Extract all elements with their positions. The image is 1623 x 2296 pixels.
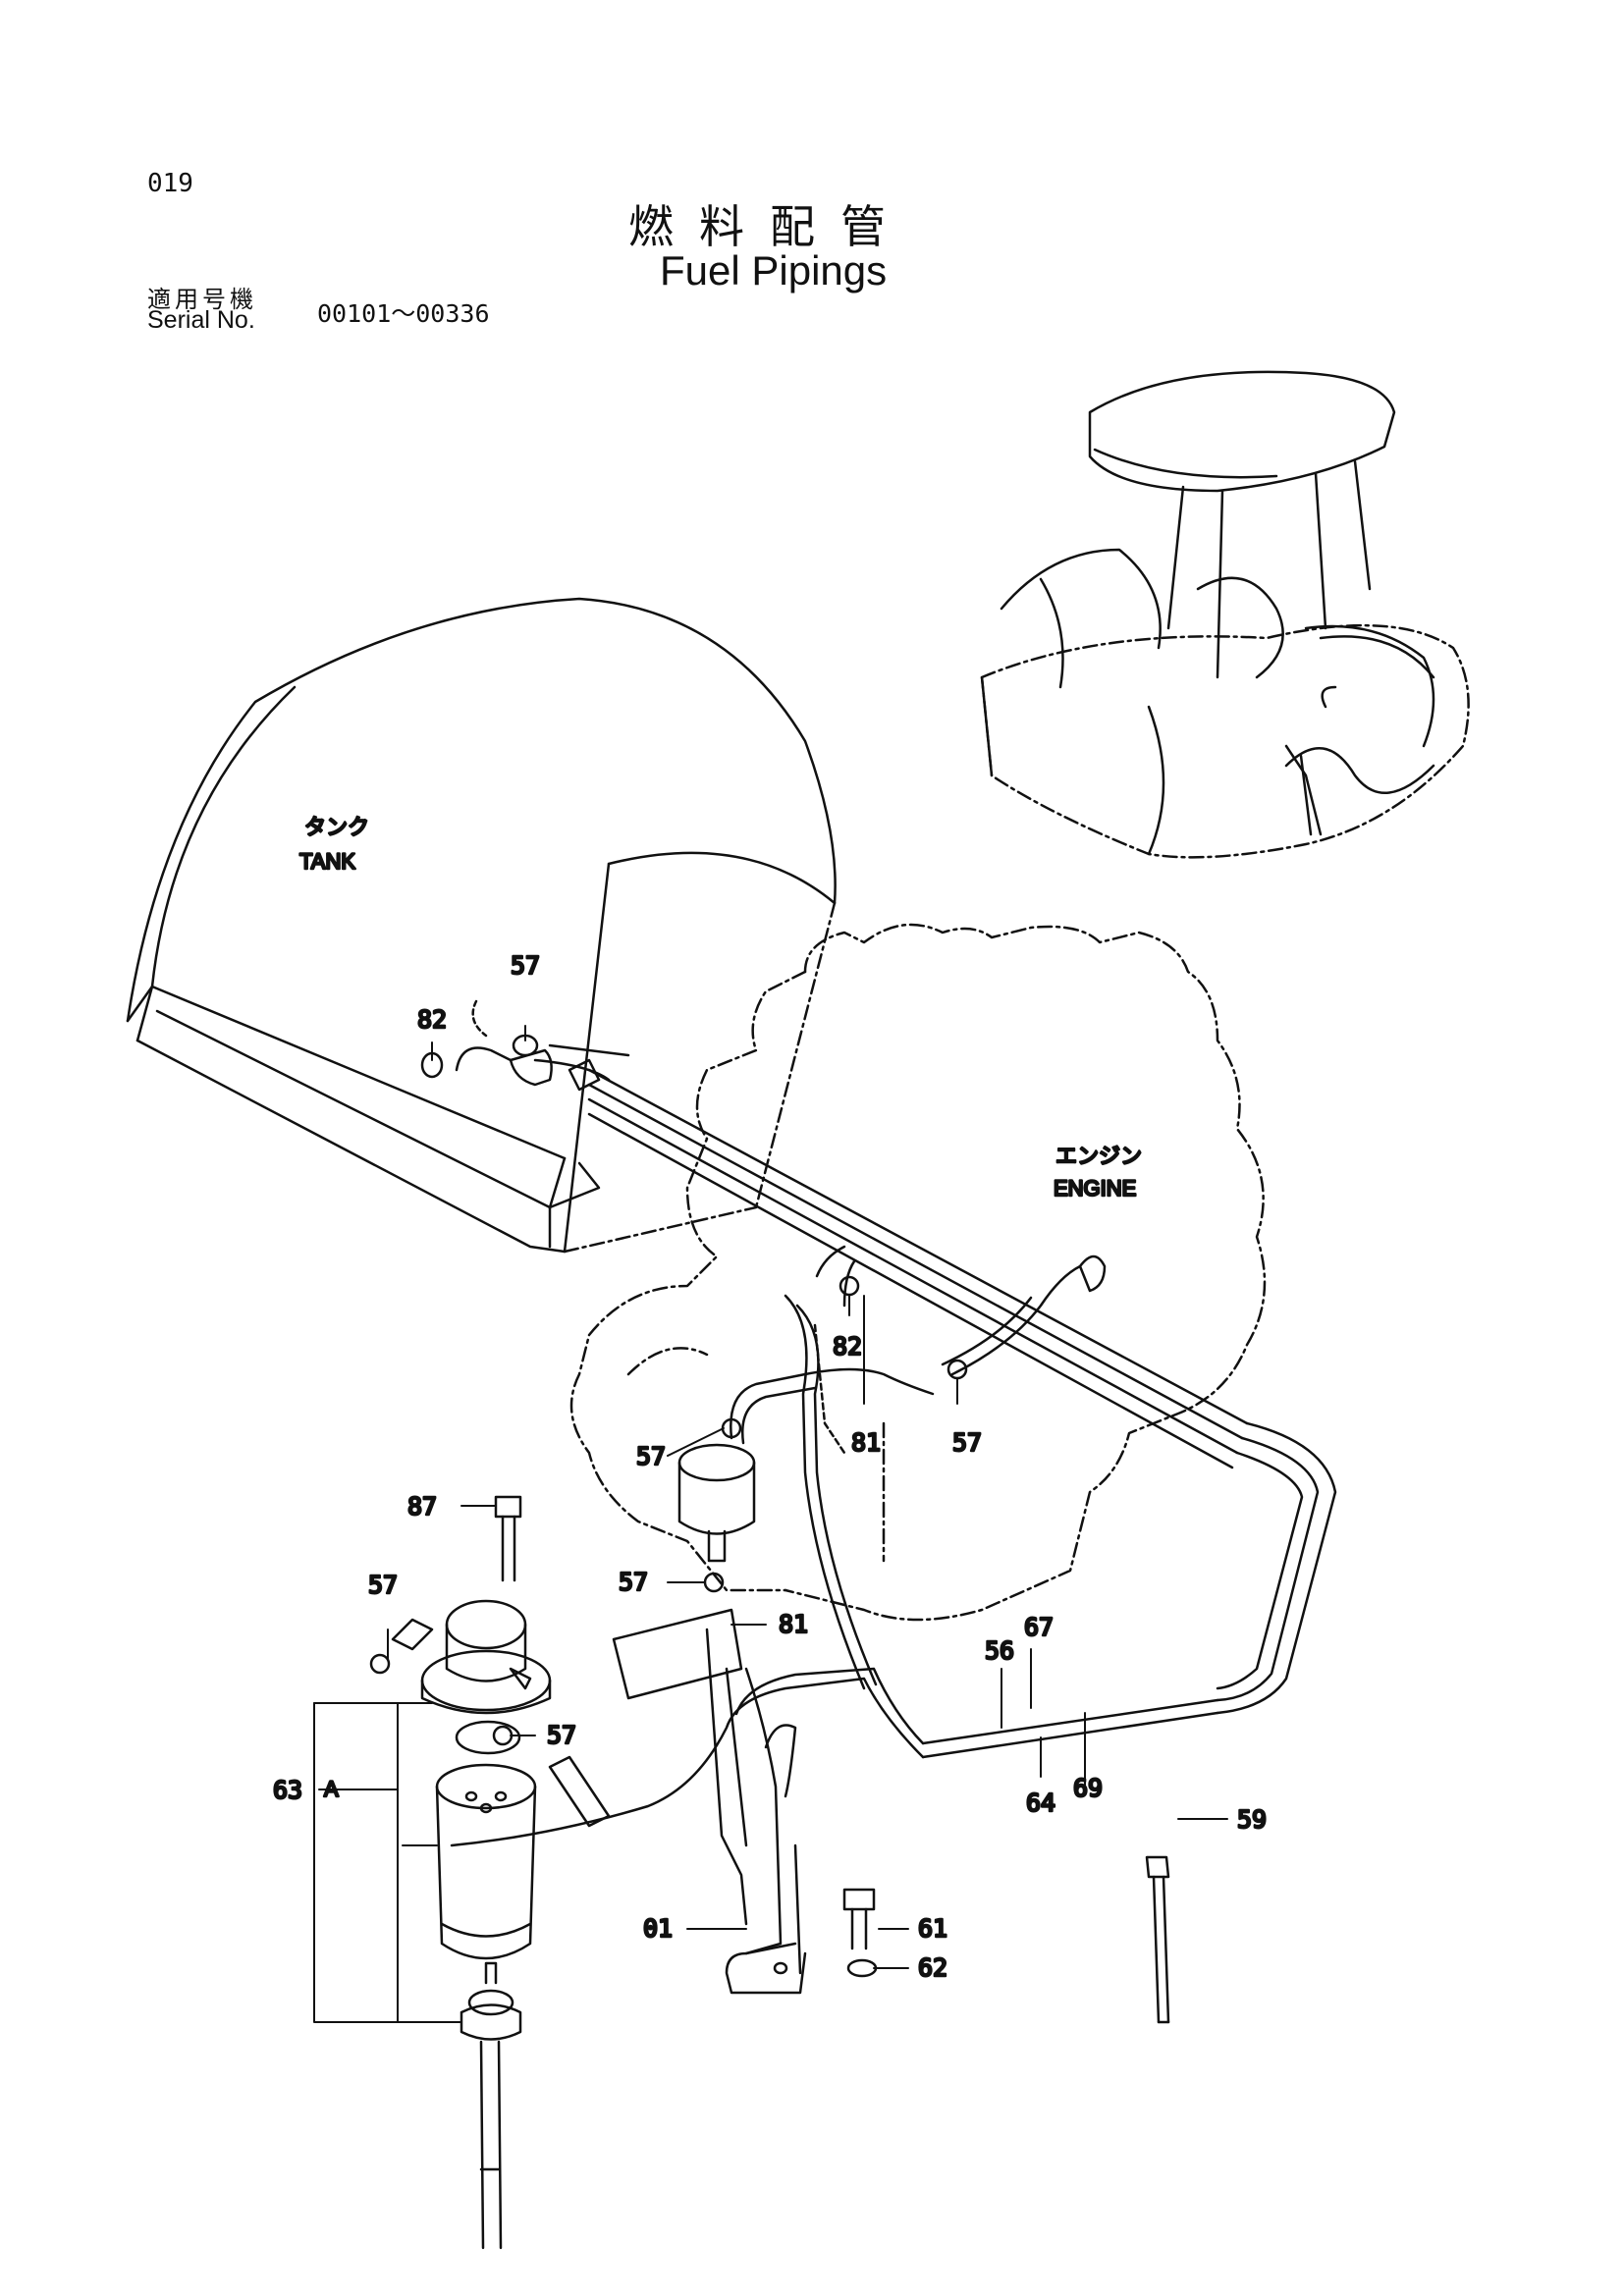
filter-element-illustration	[460, 1961, 522, 2250]
clamp-parts	[369, 999, 1107, 1746]
serial-label-jp: 適用号機	[147, 286, 257, 313]
leader-lines	[313, 1025, 1228, 2023]
bracket-illustration	[612, 1608, 807, 1995]
callout-57-filter-bottom: 57	[619, 1568, 648, 1596]
page-title-jp: 燃料配管	[628, 200, 911, 253]
assembly-label-a: A	[324, 1777, 339, 1801]
callout-59: 59	[1237, 1805, 1267, 1834]
callout-67: 67	[1024, 1613, 1054, 1641]
callout-87: 87	[407, 1492, 437, 1521]
callout-57-mid-right: 57	[952, 1428, 982, 1457]
callout-57-left: 57	[368, 1571, 398, 1599]
callout-57-tank: 57	[511, 951, 540, 980]
tank-label-jp: タンク	[304, 815, 369, 839]
callout-57-separator: 57	[547, 1721, 576, 1749]
machine-overview-illustration	[980, 370, 1470, 859]
callout-63: 63	[273, 1776, 302, 1804]
callout-82-mid: 82	[833, 1332, 862, 1361]
bolt-illustration	[494, 1495, 522, 1582]
callout-64: 64	[1026, 1789, 1055, 1817]
callout-61: 61	[918, 1914, 947, 1943]
callout-56: 56	[985, 1636, 1014, 1665]
engine-label-en: ENGINE	[1054, 1176, 1136, 1201]
fuel-line-routing	[450, 1043, 1337, 1847]
page-number: 019	[147, 169, 193, 198]
fuel-strainer-illustration	[677, 1443, 756, 1563]
cable-tie-illustration	[1145, 1855, 1170, 2024]
callout-82-tank: 82	[417, 1005, 447, 1034]
engine-label-jp: エンジン	[1055, 1144, 1142, 1168]
callout-81-mid: 81	[851, 1428, 881, 1457]
engine-illustration	[569, 923, 1267, 1622]
page-title-en: Fuel Pipings	[660, 247, 888, 294]
callout-57-filter-top: 57	[636, 1442, 666, 1470]
tank-label-en: TANK	[299, 849, 355, 874]
serial-range: 00101～00336	[317, 299, 490, 328]
callout-69: 69	[1073, 1774, 1103, 1802]
serial-label-en: Serial No.	[147, 306, 255, 334]
callout-62: 62	[918, 1953, 947, 1982]
fuel-tank-illustration	[126, 597, 837, 1254]
callout-81-lower: 81	[779, 1610, 808, 1638]
bolt-washer-illustration	[842, 1888, 878, 1978]
water-separator-illustration	[391, 1599, 611, 1960]
callout-01: 01	[643, 1914, 673, 1943]
